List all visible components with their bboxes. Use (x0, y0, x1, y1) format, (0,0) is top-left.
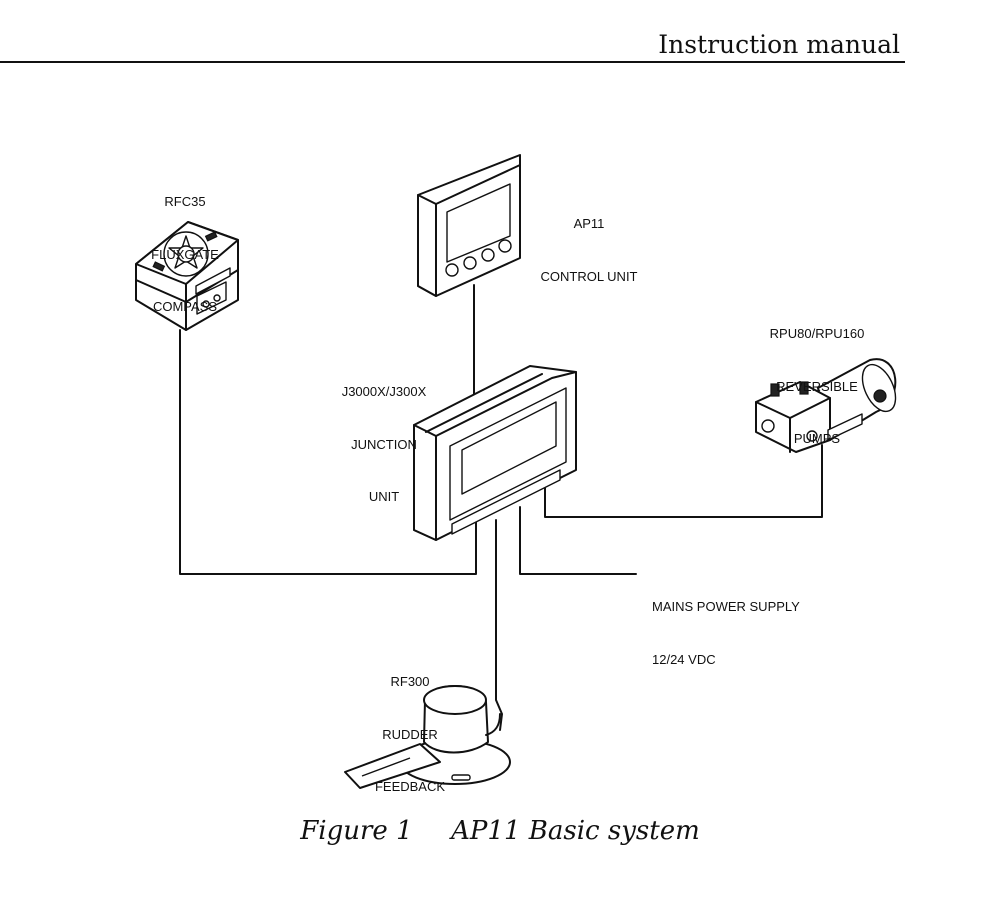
power-cable (519, 506, 637, 575)
compass-label-line2: FLUXGATE (151, 246, 219, 262)
compass-cable (179, 329, 477, 575)
rudder-device (344, 685, 511, 789)
cables (179, 284, 823, 731)
junction-label: J3000X/J300X JUNCTION UNIT (328, 348, 440, 523)
power-label-line2: 12/24 VDC (652, 651, 716, 667)
pump-label-line2: REVERSIBLE (776, 378, 858, 394)
figure-number: Figure 1 (300, 816, 413, 846)
figure-caption: Figure 1 AP11 Basic system (0, 816, 1000, 846)
compass-label-line3: COMPASS (152, 299, 218, 314)
junction-label-line2: JUNCTION (351, 436, 417, 452)
compass-label: RFC35 FLUXGATE COMPASS (130, 158, 240, 333)
rudder-label: RF300 RUDDER FEEDBACK (362, 638, 458, 813)
pump-cable (544, 444, 823, 518)
pump-label: RPU80/RPU160 REVERSIBLE PUMPS (758, 290, 876, 465)
control-label-line2: CONTROL UNIT (540, 268, 638, 284)
power-label-line1: MAINS POWER SUPPLY (652, 599, 800, 614)
compass-label-line1: RFC35 (164, 194, 206, 209)
power-label: MAINS POWER SUPPLY 12/24 VDC (652, 563, 832, 686)
control-label: AP11 CONTROL UNIT (530, 180, 648, 303)
compass-device (135, 221, 239, 331)
pump-device (755, 358, 897, 453)
header-rule (0, 61, 905, 63)
control-label-line1: AP11 (573, 216, 605, 231)
header-title: Instruction manual (658, 30, 900, 59)
control-unit (417, 154, 521, 297)
figure-title: AP11 Basic system (451, 816, 700, 846)
junction-label-line3: UNIT (368, 489, 400, 504)
rudder-cable (495, 519, 503, 731)
rudder-label-line2: RUDDER (382, 726, 438, 742)
junction-unit (413, 365, 577, 541)
pump-label-line3: PUMPS (793, 431, 841, 446)
pump-label-line1: RPU80/RPU160 (769, 326, 865, 341)
rudder-label-line3: FEEDBACK (374, 779, 446, 794)
junction-label-line1: J3000X/J300X (341, 384, 427, 399)
rudder-label-line1: RF300 (390, 674, 430, 689)
